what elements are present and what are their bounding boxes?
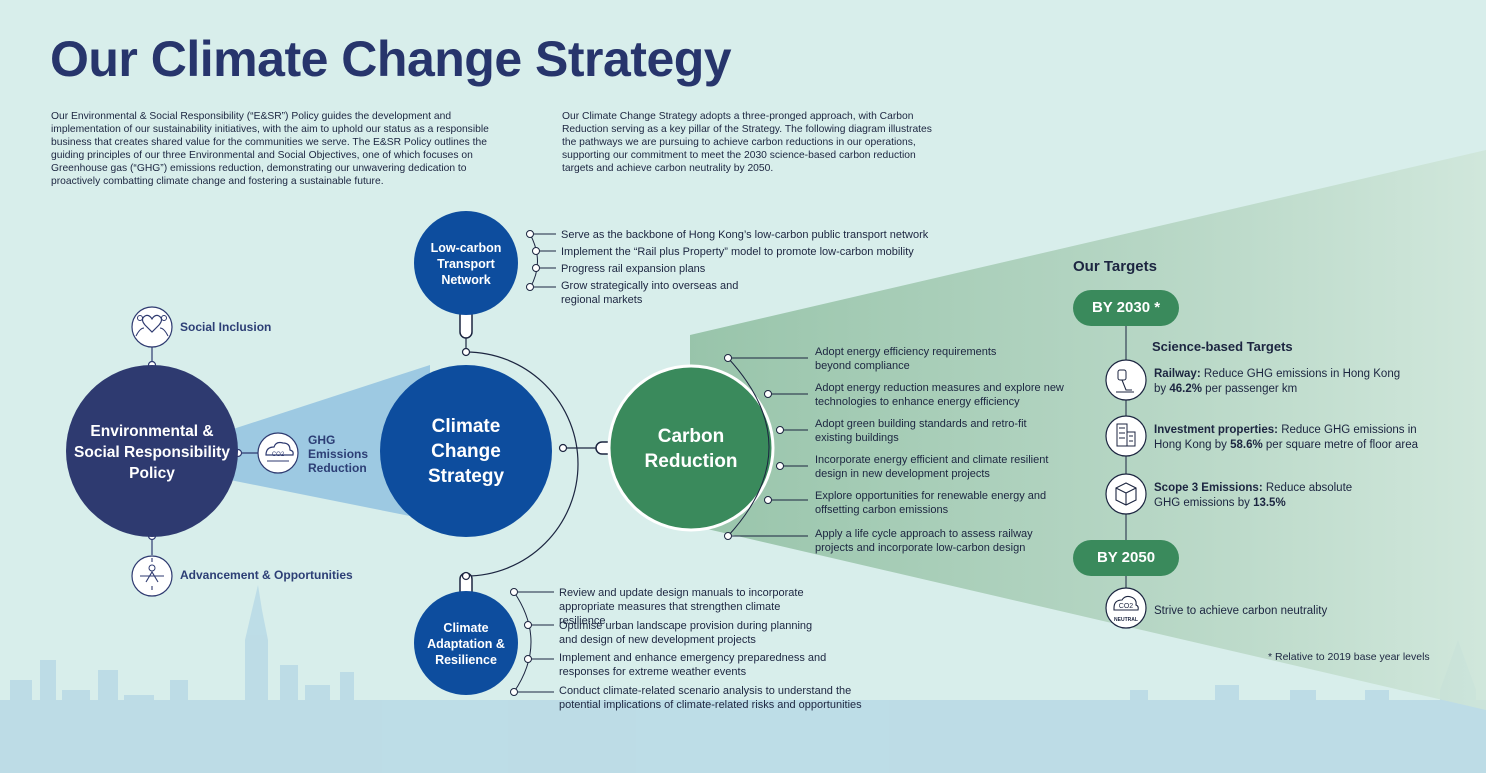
policy-circle: [66, 365, 238, 537]
carbon-bracket: [727, 357, 808, 537]
advancement-icon: [131, 555, 173, 597]
transport-label: Low-carbon Transport Network: [430, 241, 502, 287]
social-inclusion-icon: [131, 306, 173, 348]
adaptation-bracket: [513, 591, 554, 693]
transport-item-3: Progress rail expansion plans: [561, 263, 706, 275]
footnote: * Relative to 2019 base year levels: [1268, 651, 1430, 663]
adaptation-circle: [414, 591, 518, 695]
adaptation-item-4: Conduct climate-related scenario analysi…: [559, 685, 862, 711]
carbon-item-1: Adopt energy efficiency requirements bey…: [815, 346, 997, 372]
target-investment: Investment properties: Reduce GHG emissi…: [1154, 424, 1419, 451]
adaptation-label: Climate Adaptation & Resilience: [427, 621, 505, 667]
strategy-label: Climate Change Strategy: [427, 416, 505, 487]
by-2030-pill: BY 2030 *: [1073, 290, 1179, 326]
adaptation-item-2: Optimise urban landscape provision durin…: [559, 620, 813, 646]
targets-heading: Our Targets: [1073, 258, 1157, 275]
policy-fan: [230, 365, 430, 520]
skyline-background: [0, 585, 1486, 773]
target-railway: Railway: Reduce GHG emissions in Hong Ko…: [1154, 368, 1401, 395]
ghg-label: GHG Emissions Reduction: [308, 433, 369, 475]
box-icon: [1105, 473, 1147, 515]
carbon-item-5: Explore opportunities for renewable ener…: [815, 490, 1047, 516]
carbon-item-2: Adopt energy reduction measures and expl…: [815, 382, 1064, 408]
page-title: Our Climate Change Strategy: [50, 31, 732, 87]
railway-icon: [1105, 359, 1147, 401]
carbon-item-4: Incorporate energy efficient and climate…: [815, 454, 1049, 480]
carbon-item-3: Adopt green building standards and retro…: [815, 418, 1027, 444]
social-inclusion-label: Social Inclusion: [180, 320, 272, 334]
policy-label: Environmental & Social Responsibility Po…: [74, 423, 230, 482]
by-2050-pill: BY 2050: [1073, 540, 1179, 576]
transport-item-2: Implement the “Rail plus Property” model…: [561, 246, 914, 258]
intro-left: Our Environmental & Social Responsibilit…: [51, 111, 489, 188]
carbon-item-6: Apply a life cycle approach to assess ra…: [815, 528, 1033, 554]
adaptation-item-3: Implement and enhance emergency prepared…: [559, 652, 827, 678]
transport-circle: [414, 211, 518, 315]
transport-bracket: [529, 233, 556, 289]
svg-text:CO2: CO2: [1119, 603, 1134, 610]
carbon-label: Carbon Reduction: [644, 426, 738, 472]
target-neutral: Strive to achieve carbon neutrality: [1154, 605, 1328, 617]
strategy-circle: [380, 365, 552, 537]
transport-item-1: Serve as the backbone of Hong Kong’s low…: [561, 229, 929, 241]
sbt-heading: Science-based Targets: [1152, 339, 1293, 354]
intro-right: Our Climate Change Strategy adopts a thr…: [562, 111, 932, 175]
ghg-reduction-icon: CO2: [257, 432, 299, 474]
transport-item-4: Grow strategically into overseas and reg…: [561, 280, 739, 306]
carbon-fan: [690, 150, 1486, 710]
building-icon: [1105, 415, 1147, 457]
neutral-icon-text: NEUTRAL: [1114, 617, 1138, 623]
carbon-circle: [607, 364, 775, 532]
svg-text:CO2: CO2: [272, 452, 285, 458]
adaptation-item-1: Review and update design manuals to inco…: [559, 587, 804, 627]
advancement-label: Advancement & Opportunities: [180, 568, 353, 582]
co2-neutral-icon: CO2 NEUTRAL: [1105, 587, 1147, 629]
target-scope3: Scope 3 Emissions: Reduce absolute GHG e…: [1154, 482, 1353, 509]
